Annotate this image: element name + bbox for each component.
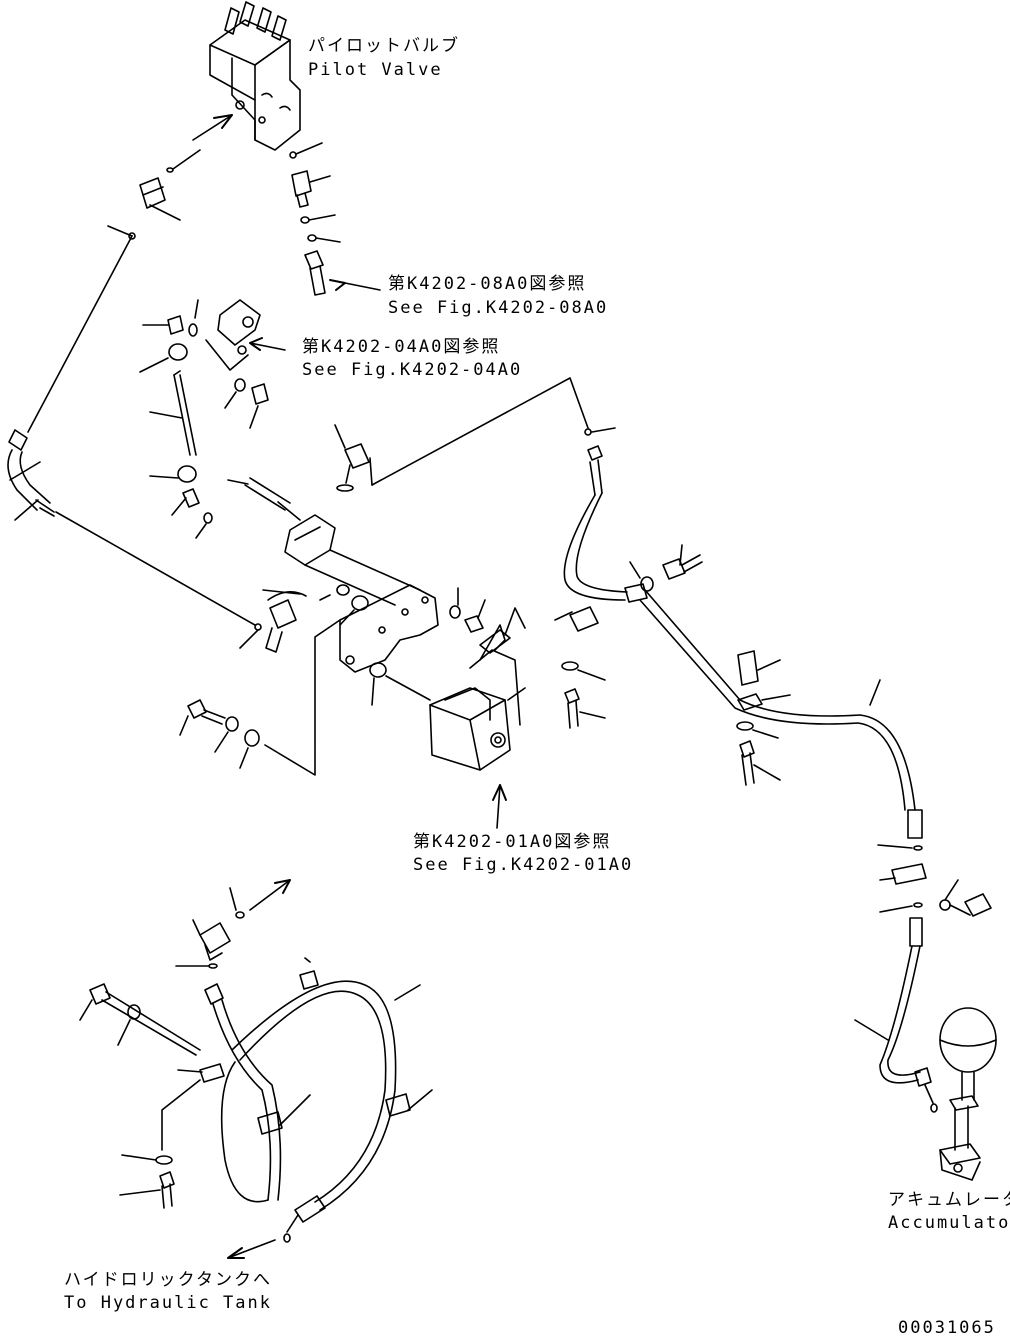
return-hose-loop <box>177 957 433 1223</box>
spacer-bolt-right <box>736 650 791 786</box>
arrow-to-tank <box>227 1214 299 1259</box>
arrow-pilot-valve <box>192 114 233 141</box>
seat-mount-box <box>429 607 526 771</box>
ref-01a0-label-en: See Fig.K4202-01A0 <box>413 855 634 875</box>
left-hose <box>7 429 262 649</box>
pilot-hose-short <box>304 250 381 296</box>
mounting-plate <box>264 584 486 776</box>
right-hose-lower <box>854 844 992 1087</box>
accumulator <box>924 1007 997 1181</box>
ref-08a0-label-jp: 第K4202-08A0図参照 <box>388 274 587 294</box>
tank-label-jp: ハイドロリックタンクへ <box>64 1270 272 1290</box>
accumulator-label-en: Accumulator <box>888 1213 1010 1233</box>
arrow-up-right <box>249 879 291 911</box>
accumulator-label-jp: アキュムレータ <box>888 1190 1010 1210</box>
connector-line-left <box>27 235 133 433</box>
pilot-valve-label-jp: パイロットバルブ <box>308 36 460 56</box>
bolt-right-upper <box>629 544 703 592</box>
fitting-upper-left <box>139 149 201 221</box>
left-hardware-stack <box>139 299 269 539</box>
tee-fitting-center <box>334 377 616 492</box>
clamp-right-upper <box>554 606 606 729</box>
arrow-seat-ref <box>492 784 507 829</box>
fitting-upper-right <box>291 170 341 243</box>
elbow-fitting <box>262 589 307 653</box>
bolt-lower-stack <box>79 983 201 1209</box>
bracket-block <box>205 299 286 371</box>
bolt-lower-left <box>179 662 431 769</box>
ref-04a0-label-en: See Fig.K4202-04A0 <box>302 360 523 380</box>
cylinder-rod <box>227 477 421 626</box>
ref-01a0-label-jp: 第K4202-01A0図参照 <box>413 832 612 852</box>
right-hose-upper <box>563 445 923 839</box>
pilot-valve-label-en: Pilot Valve <box>308 60 443 80</box>
fitting-lower-left <box>175 887 245 969</box>
pilot-valve <box>209 1 323 159</box>
drawing-number: 00031065 <box>898 1318 996 1338</box>
tank-label-en: To Hydraulic Tank <box>64 1293 272 1313</box>
ref-04a0-label-jp: 第K4202-04A0図参照 <box>302 337 501 357</box>
ref-08a0-label-en: See Fig.K4202-08A0 <box>388 298 609 318</box>
